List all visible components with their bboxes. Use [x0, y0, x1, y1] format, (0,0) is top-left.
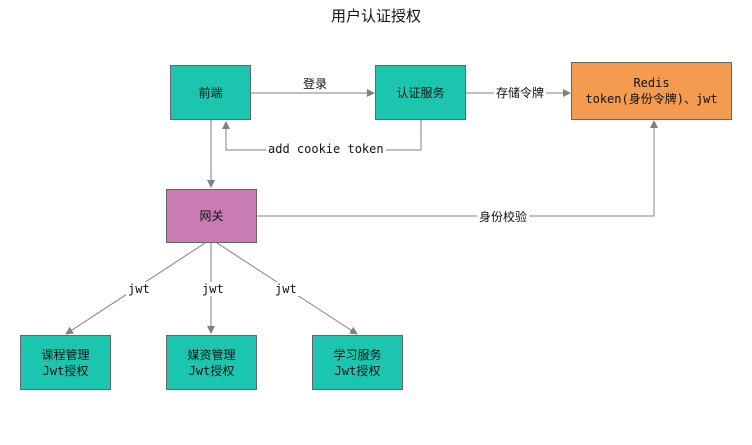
node-frontend: 前端 — [170, 65, 251, 120]
node-learning-label-1: 学习服务 — [333, 347, 382, 362]
node-media-management: 媒资管理 Jwt授权 — [166, 335, 257, 390]
node-redis-label-2: token(身份令牌)、jwt — [585, 92, 718, 106]
node-gateway-label: 网关 — [199, 209, 224, 223]
node-course-management: 课程管理 Jwt授权 — [20, 335, 111, 390]
edge-identity-check — [257, 120, 658, 217]
edge-label-jwt-course: jwt — [126, 282, 152, 296]
edge-label-store-token: 存储令牌 — [494, 84, 547, 101]
node-auth-service-label: 认证服务 — [396, 85, 445, 100]
node-media-label-1: 媒资管理 — [187, 347, 236, 362]
node-media-label-2: Jwt授权 — [188, 363, 235, 378]
edge-label-identity-check: 身份校验 — [477, 208, 530, 225]
edge-label-jwt-media: jwt — [200, 282, 226, 296]
node-learning-label-2: Jwt授权 — [334, 363, 381, 378]
node-redis-label-1: Redis — [633, 76, 670, 90]
edge-label-add-cookie: add cookie token — [266, 142, 386, 156]
node-course-label-2: Jwt授权 — [42, 363, 89, 378]
diagram-title: 用户认证授权 — [330, 7, 421, 25]
node-auth-service: 认证服务 — [375, 65, 466, 120]
node-learning-service: 学习服务 Jwt授权 — [312, 335, 403, 390]
node-frontend-label: 前端 — [198, 85, 223, 100]
edge-label-login: 登录 — [301, 75, 330, 92]
node-redis: Redis token(身份令牌)、jwt — [571, 62, 732, 120]
edge-label-jwt-learning: jwt — [273, 282, 299, 296]
node-course-label-1: 课程管理 — [41, 347, 90, 362]
node-gateway: 网关 — [166, 189, 257, 243]
